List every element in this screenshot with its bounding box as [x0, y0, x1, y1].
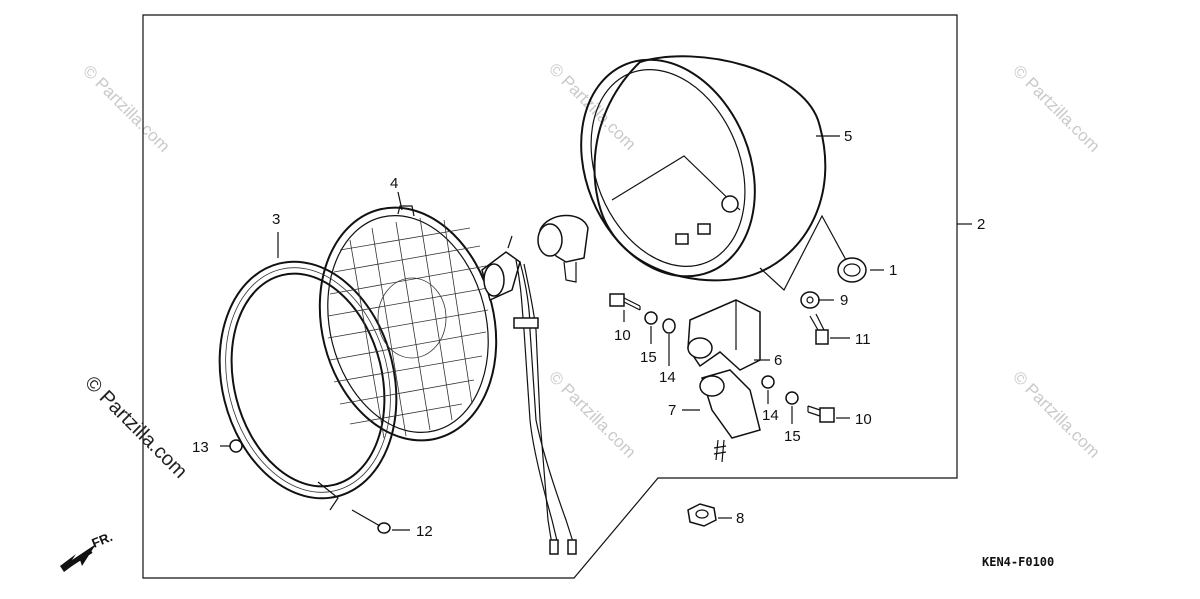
callout-7: 7: [668, 402, 676, 419]
callout-15: 15: [784, 428, 801, 445]
watermark-group: © Partzilla.com © Partzilla.com © Partzi…: [79, 59, 1103, 461]
callout-6: 6: [774, 352, 782, 369]
callout-2: 2: [977, 216, 985, 233]
callout-10: 10: [855, 411, 872, 428]
watermark-small: © Partzilla.com: [79, 61, 173, 155]
bolt-11: [809, 313, 829, 345]
callout-11: 11: [855, 331, 871, 348]
callout-9: 9: [840, 292, 848, 309]
washer-15-right: [785, 391, 799, 405]
leader-lines: [220, 135, 884, 531]
callout-13: 13: [192, 439, 209, 456]
watermark-large: © Partzilla.com: [80, 372, 191, 483]
nut-13: [229, 439, 243, 453]
rubber-boot: [537, 214, 589, 283]
callout-14: 14: [659, 369, 676, 386]
callout-3: 3: [272, 211, 280, 228]
callout-10: 10: [614, 327, 631, 344]
callout-5: 5: [844, 128, 852, 145]
washer-14-left: [662, 318, 676, 334]
headlight-lens-unit: [318, 205, 521, 442]
callout-1: 1: [889, 262, 897, 279]
washer-14-right: [761, 375, 775, 389]
upper-bracket: [687, 299, 761, 371]
bolt-10-right: [807, 405, 835, 423]
screw-12: [351, 509, 391, 534]
watermark-small: © Partzilla.com: [545, 59, 639, 153]
nut: [687, 503, 717, 527]
watermark-small: © Partzilla.com: [545, 367, 639, 461]
arrow-down-left-icon: [60, 544, 96, 572]
washer-15-left: [644, 311, 658, 325]
watermark-small: © Partzilla.com: [1009, 61, 1103, 155]
callout-14: 14: [762, 407, 779, 424]
headlight-case: [580, 55, 827, 282]
callout-12: 12: [416, 523, 433, 540]
wiring-harness: [513, 259, 577, 555]
bolt-10-left: [609, 293, 641, 311]
callout-15: 15: [640, 349, 657, 366]
direction-label: FR.: [90, 529, 115, 551]
lower-bracket: [699, 369, 761, 463]
watermark-small: © Partzilla.com: [1009, 367, 1103, 461]
callout-4: 4: [390, 175, 398, 192]
headlight-rim: [218, 260, 398, 511]
callout-8: 8: [736, 510, 744, 527]
washer-9: [800, 291, 820, 309]
case-grommet: [759, 214, 867, 291]
assembly-boundary: [142, 14, 958, 579]
diagram-code: KEN4-F0100: [982, 555, 1054, 569]
